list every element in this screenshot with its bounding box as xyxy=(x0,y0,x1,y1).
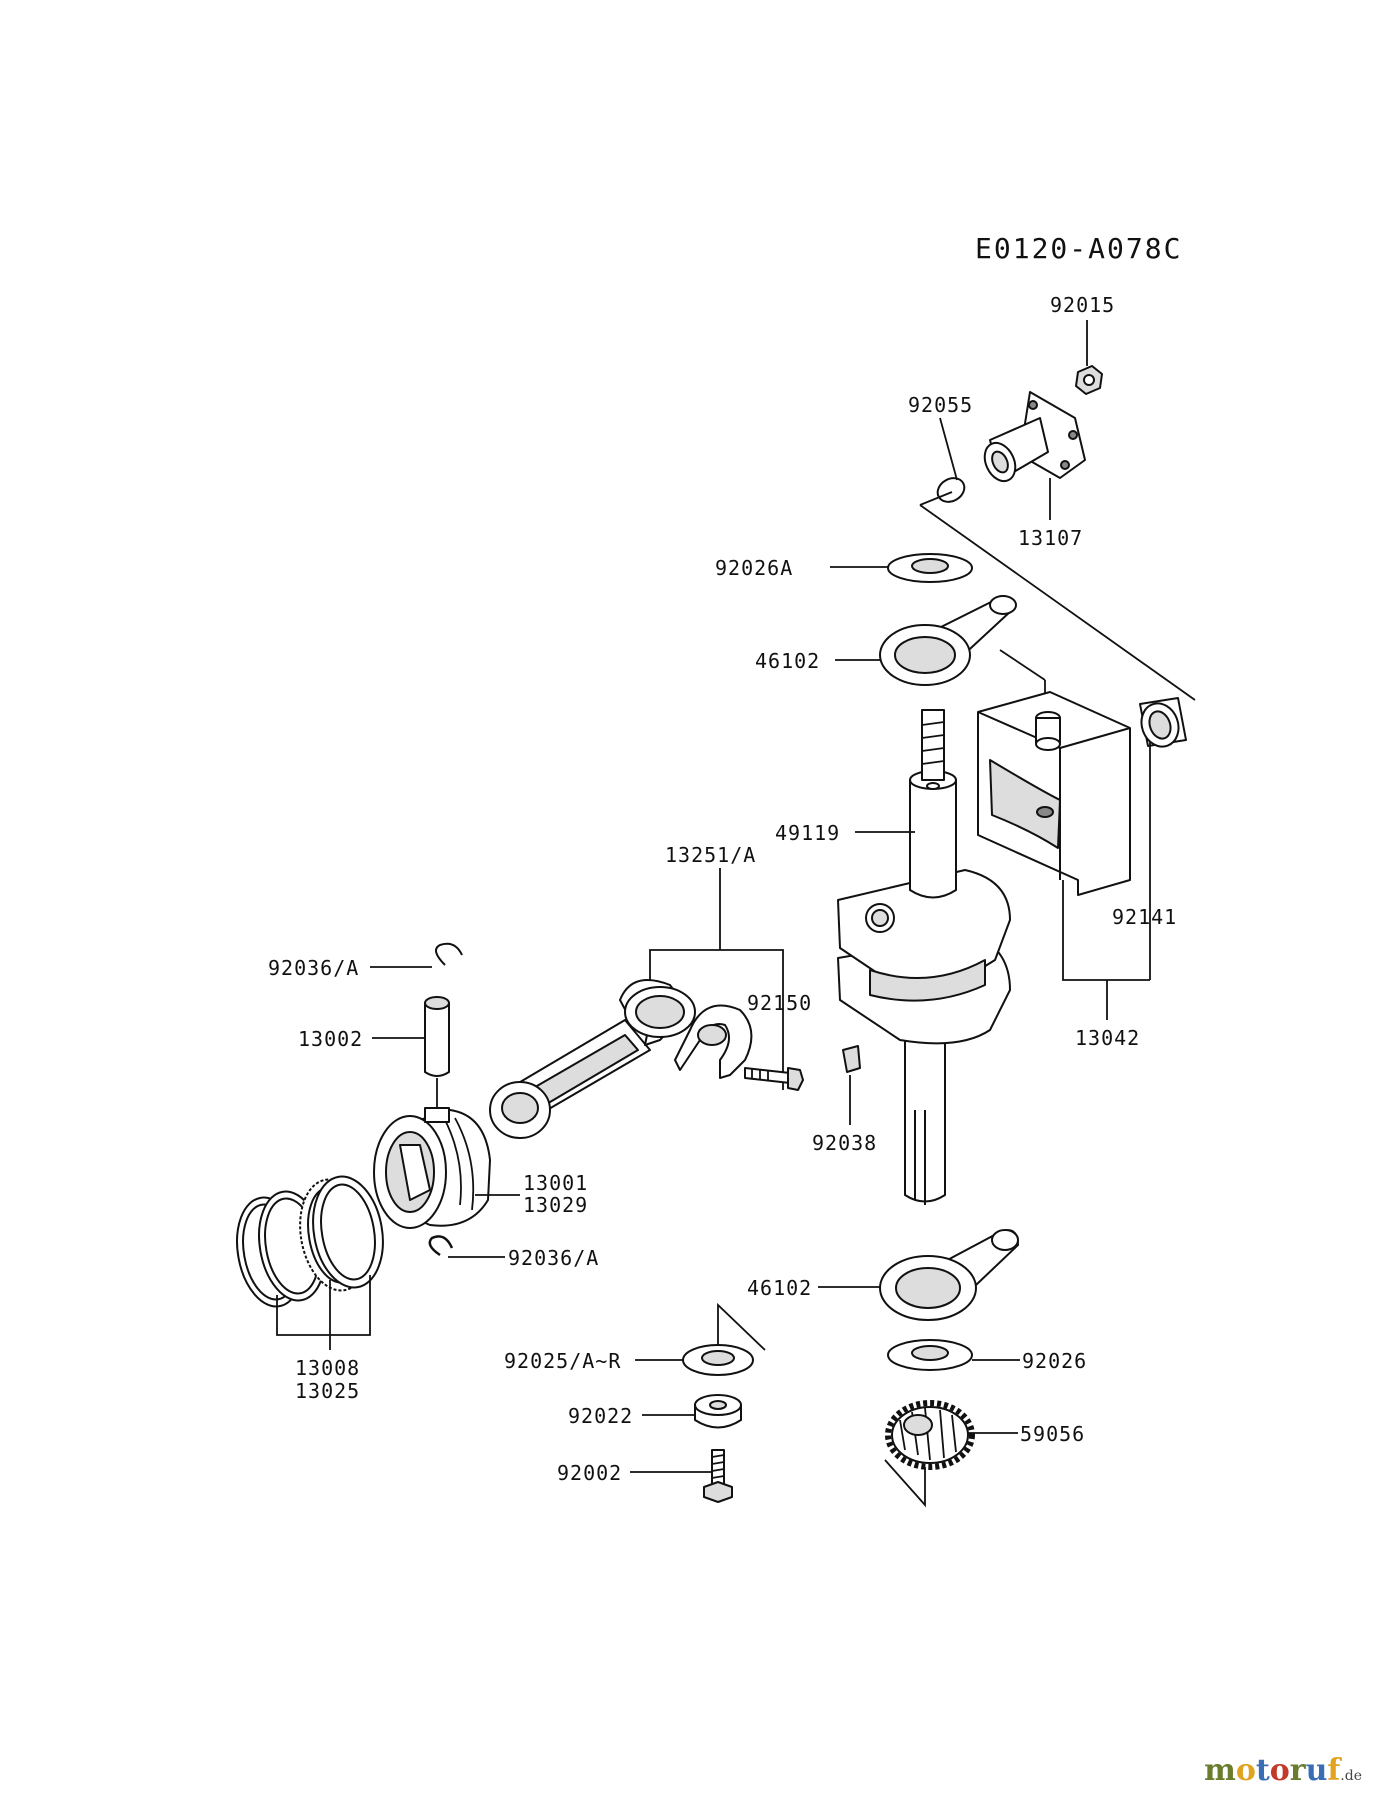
label-92036A-bottom: 92036/A xyxy=(508,1246,599,1270)
part-13002-piston-pin-icon xyxy=(424,996,450,1077)
part-13107-shaft-flange-icon xyxy=(983,391,1086,483)
label-92015: 92015 xyxy=(1050,293,1115,317)
diagram-code: E0120-A078C xyxy=(975,232,1182,265)
label-49119: 49119 xyxy=(775,821,840,845)
part-92036A-circlip-top-icon xyxy=(435,942,463,966)
part-13008-piston-rings-icon xyxy=(236,1175,384,1308)
label-92038: 92038 xyxy=(812,1131,877,1155)
label-92055: 92055 xyxy=(908,393,973,417)
label-13042: 13042 xyxy=(1075,1026,1140,1050)
part-46102-balancer-bottom-icon xyxy=(879,1229,1019,1321)
part-59056-gear-icon xyxy=(885,1400,975,1470)
part-92150-bolt-icon xyxy=(744,1067,804,1091)
label-92141: 92141 xyxy=(1112,905,1177,929)
label-92026: 92026 xyxy=(1022,1349,1087,1373)
part-92055-o-ring-icon xyxy=(936,477,966,503)
label-13008: 13008 xyxy=(295,1356,360,1380)
part-46102-balancer-top-icon xyxy=(879,595,1017,686)
part-92025-shim-icon xyxy=(682,1344,754,1376)
label-92026A: 92026A xyxy=(715,556,793,580)
part-92015-nut-icon xyxy=(1075,365,1103,395)
label-92150: 92150 xyxy=(747,991,812,1015)
part-92022-spacer-icon xyxy=(694,1394,742,1429)
label-46102-top: 46102 xyxy=(755,649,820,673)
label-59056: 59056 xyxy=(1020,1422,1085,1446)
label-13251A: 13251/A xyxy=(665,843,756,867)
label-92036A-top: 92036/A xyxy=(268,956,359,980)
part-92026-washer-icon xyxy=(887,1339,973,1371)
part-92141-bushing-icon xyxy=(1139,697,1187,748)
part-49119-crankshaft-icon xyxy=(837,709,1011,1205)
label-92002: 92002 xyxy=(557,1461,622,1485)
label-13001: 13001 xyxy=(523,1171,588,1195)
part-13251-connecting-rod-icon xyxy=(489,979,753,1139)
watermark-logo: motoruf.de xyxy=(1204,1753,1362,1788)
label-46102-bottom: 46102 xyxy=(747,1276,812,1300)
part-13001-piston-icon xyxy=(373,1107,491,1229)
label-92022: 92022 xyxy=(568,1404,633,1428)
label-13107: 13107 xyxy=(1018,526,1083,550)
label-13029: 13029 xyxy=(523,1193,588,1217)
part-92026A-washer-icon xyxy=(887,553,973,583)
part-13042-block-icon xyxy=(977,691,1131,896)
label-13002: 13002 xyxy=(298,1027,363,1051)
part-92038-key-icon xyxy=(842,1045,861,1073)
part-92036A-circlip-bottom-icon xyxy=(428,1235,454,1257)
label-92025AR: 92025/A~R xyxy=(504,1349,621,1373)
label-13025: 13025 xyxy=(295,1379,360,1403)
part-92002-bolt-icon xyxy=(703,1449,733,1503)
